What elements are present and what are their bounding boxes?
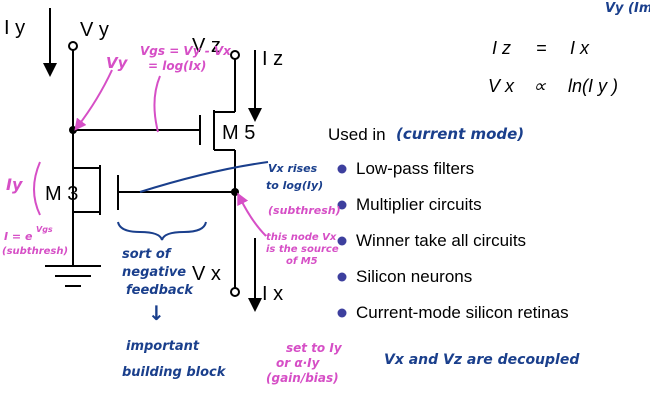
used-in-item: Silicon neurons bbox=[356, 267, 472, 286]
node-annotation-3: of M5 bbox=[286, 256, 318, 267]
top-right-clipped-note: Vy (Imp bbox=[605, 1, 650, 16]
node-annotation-2: is the source bbox=[266, 244, 339, 255]
used-in-item: Current-mode silicon retinas bbox=[356, 303, 569, 322]
eq2-rhs: ln(I y ) bbox=[568, 76, 618, 96]
equations-block: I z = I x V x ∝ ln(I y ) bbox=[488, 38, 618, 96]
vy-junction-dot bbox=[69, 126, 77, 134]
vx-rises-annotation-1: Vx rises bbox=[268, 162, 318, 175]
vgs-annotation-arrow bbox=[153, 75, 161, 133]
vz-label: V z bbox=[192, 35, 221, 57]
bullet-dot bbox=[337, 164, 347, 174]
iy-annotation-bracket bbox=[33, 161, 41, 216]
used-in-heading-note: (current mode) bbox=[396, 125, 524, 143]
bullet-dot bbox=[337, 200, 347, 210]
feedback-annotation-2: negative bbox=[122, 265, 186, 280]
vy-label: V y bbox=[80, 19, 109, 41]
iy-annotation: Iy bbox=[6, 175, 23, 194]
iy-exp-annotation-sup: Vgs bbox=[36, 225, 53, 234]
node-annotation-1: this node Vx bbox=[266, 232, 337, 243]
vy-annotation: Vy bbox=[106, 54, 129, 72]
vgs-annotation-2: = log(Ix) bbox=[148, 59, 206, 73]
set-annotation-1: set to Iy bbox=[286, 341, 343, 355]
blue-annotations: Vx rises to log(Iy) (subthresh) sort of … bbox=[117, 161, 580, 380]
m3-label: M 3 bbox=[45, 183, 78, 205]
important-annotation-2: building block bbox=[122, 365, 227, 380]
used-in-heading: Used in bbox=[328, 125, 386, 144]
set-annotation-3: (gain/bias) bbox=[266, 371, 339, 385]
used-in-item: Low-pass filters bbox=[356, 159, 474, 178]
iy-exp-annotation-1: I = e bbox=[4, 230, 33, 243]
vgs-annotation-1: Vgs = Vy - Vx bbox=[140, 44, 232, 58]
feedback-annotation-3: feedback bbox=[126, 283, 194, 298]
eq2-operator: ∝ bbox=[533, 76, 547, 96]
node-annotation-arrow bbox=[237, 192, 267, 237]
used-in-item: Winner take all circuits bbox=[356, 231, 526, 250]
important-annotation-1: important bbox=[126, 339, 200, 354]
eq1-rhs: I x bbox=[570, 38, 590, 58]
vy-annotation-arrow bbox=[74, 69, 113, 131]
vx-rises-annotation-3: (subthresh) bbox=[268, 204, 341, 217]
iz-label: I z bbox=[262, 48, 283, 70]
eq2-lhs: V x bbox=[488, 76, 515, 96]
vx-junction-dot bbox=[231, 188, 239, 196]
feedback-annotation-1: sort of bbox=[122, 247, 173, 262]
eq1-lhs: I z bbox=[492, 38, 511, 58]
vy-terminal bbox=[68, 41, 78, 51]
feedback-brace bbox=[117, 221, 207, 241]
vx-rises-annotation-2: to log(Iy) bbox=[266, 179, 323, 192]
set-annotation-2: or α·Iy bbox=[276, 356, 321, 370]
bullet-dot bbox=[337, 308, 347, 318]
vx-rises-arrow bbox=[139, 161, 269, 193]
m5-label: M 5 bbox=[222, 122, 255, 144]
bullet-dot bbox=[337, 272, 347, 282]
feedback-arrow: ↓ bbox=[148, 301, 165, 325]
pink-annotations: Vy (Imp Vy Vgs = Vy - Vx = log(Ix) Iy I … bbox=[2, 1, 650, 385]
circuit-schematic bbox=[43, 8, 262, 312]
vx-terminal bbox=[230, 287, 240, 297]
ix-label: I x bbox=[262, 283, 283, 305]
bullet-dot bbox=[337, 236, 347, 246]
decoupled-annotation: Vx and Vz are decoupled bbox=[384, 352, 580, 368]
iy-label: I y bbox=[4, 17, 25, 39]
vz-terminal bbox=[230, 50, 240, 60]
used-in-item: Multiplier circuits bbox=[356, 195, 482, 214]
vx-label: V x bbox=[192, 263, 221, 285]
eq1-operator: = bbox=[536, 38, 547, 58]
iy-exp-annotation-2: (subthresh) bbox=[2, 246, 68, 257]
